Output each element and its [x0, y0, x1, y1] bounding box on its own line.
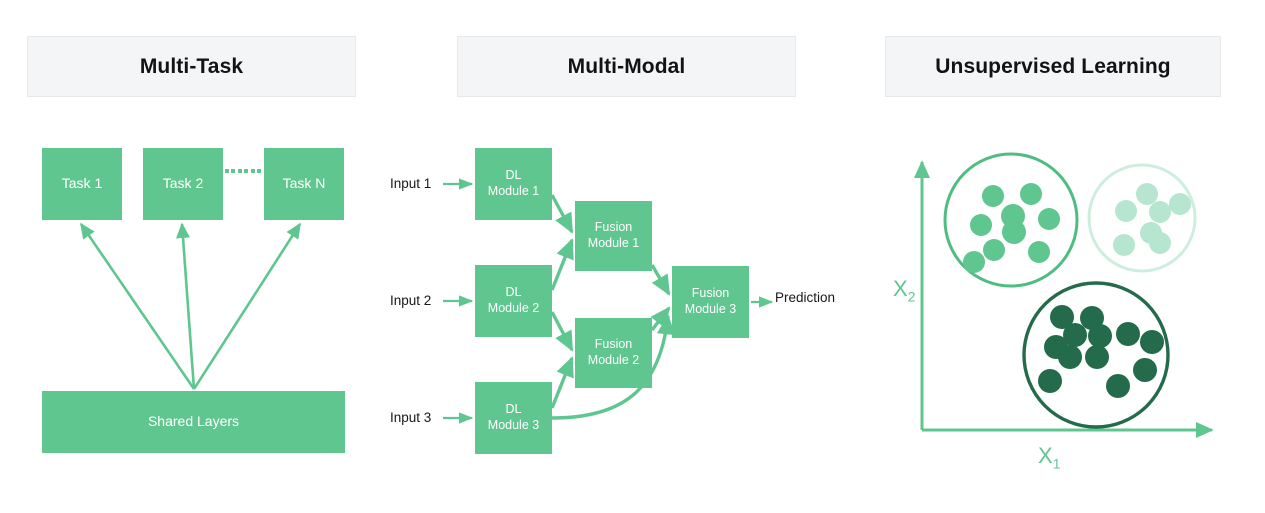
dl-module-box-1[interactable]: DL Module 1 — [475, 148, 552, 220]
data-point — [983, 239, 1005, 261]
arrow-dl2-to-fusion2 — [550, 311, 574, 352]
data-point — [1002, 220, 1026, 244]
shared-layers-box[interactable]: Shared Layers — [42, 391, 345, 453]
data-point — [1063, 323, 1087, 347]
task-box-2[interactable]: Task 2 — [143, 148, 223, 220]
data-point — [1140, 222, 1162, 244]
data-point — [1020, 183, 1042, 205]
arrow-dl2-to-fusion1 — [550, 238, 574, 291]
data-point — [1149, 201, 1171, 223]
data-point — [1028, 241, 1050, 263]
arrow-fusion2-to-fusion3 — [650, 306, 671, 332]
panel-title-unsupervised-learning: Unsupervised Learning — [885, 36, 1221, 97]
data-point — [1001, 204, 1025, 228]
fusion-module-box-3[interactable]: Fusion Module 3 — [672, 266, 749, 338]
cluster-light-points — [1113, 183, 1191, 256]
data-point — [970, 214, 992, 236]
y-axis-label: X2 — [893, 276, 915, 304]
data-point — [1038, 208, 1060, 230]
y-axis-label-text: X — [893, 276, 908, 301]
x-axis-label-text: X — [1038, 443, 1053, 468]
data-point — [982, 185, 1004, 207]
data-point — [1116, 322, 1140, 346]
cluster-medium-points — [963, 183, 1060, 273]
panel-title-multi-modal: Multi-Modal — [457, 36, 796, 97]
data-point — [1136, 183, 1158, 205]
task-box-n[interactable]: Task N — [264, 148, 344, 220]
dl-module-box-3[interactable]: DL Module 3 — [475, 382, 552, 454]
panel-title-multi-task: Multi-Task — [27, 36, 356, 97]
arrow-fusion1-to-fusion3 — [650, 264, 671, 296]
arrow-dl1-to-fusion1 — [550, 194, 574, 234]
fusion-module-box-1[interactable]: Fusion Module 1 — [575, 201, 652, 271]
cluster-light-outline — [1087, 163, 1197, 273]
ellipsis-dot — [231, 169, 236, 173]
y-axis-label-sub: 2 — [907, 288, 916, 305]
ellipsis-dot — [256, 169, 261, 173]
data-point — [1169, 193, 1191, 215]
cluster-dark-points — [1038, 305, 1164, 398]
ellipsis-dot — [237, 169, 242, 173]
data-point — [1115, 200, 1137, 222]
cluster-medium — [943, 152, 1079, 288]
input-label-1: Input 1 — [390, 176, 432, 191]
arrow-shared-to-task-n — [192, 222, 302, 390]
data-point — [1044, 335, 1068, 359]
scatter-axes — [913, 160, 1214, 439]
data-point — [1088, 324, 1112, 348]
arrow-shared-to-task-2 — [176, 222, 196, 390]
data-point — [1149, 232, 1171, 254]
cluster-dark-outline — [1022, 281, 1170, 429]
arrow-shared-to-task-1 — [79, 222, 196, 390]
data-point — [1133, 358, 1157, 382]
cluster-dark — [1022, 281, 1170, 429]
data-point — [1106, 374, 1130, 398]
ellipsis-dot — [250, 169, 255, 173]
x-axis-label-sub: 1 — [1052, 455, 1061, 472]
ellipsis-dot — [225, 169, 229, 173]
arrow-dl3-to-fusion2 — [550, 356, 574, 409]
input-label-3: Input 3 — [390, 410, 432, 425]
x-axis-label: X1 — [1038, 443, 1060, 471]
data-point — [1050, 305, 1074, 329]
data-point — [1058, 345, 1082, 369]
prediction-label: Prediction — [775, 290, 836, 305]
input-label-2: Input 2 — [390, 293, 432, 308]
data-point — [1038, 369, 1062, 393]
task-ellipsis-dots — [225, 168, 261, 174]
task-box-1[interactable]: Task 1 — [42, 148, 122, 220]
data-point — [963, 251, 985, 273]
multi-task-arrows — [79, 222, 302, 390]
dl-module-box-2[interactable]: DL Module 2 — [475, 265, 552, 337]
data-point — [1113, 234, 1135, 256]
data-point — [1080, 306, 1104, 330]
data-point — [1085, 345, 1109, 369]
fusion-module-box-2[interactable]: Fusion Module 2 — [575, 318, 652, 388]
ellipsis-dot — [244, 169, 249, 173]
cluster-medium-outline — [943, 152, 1079, 288]
data-point — [1140, 330, 1164, 354]
cluster-light — [1087, 163, 1197, 273]
